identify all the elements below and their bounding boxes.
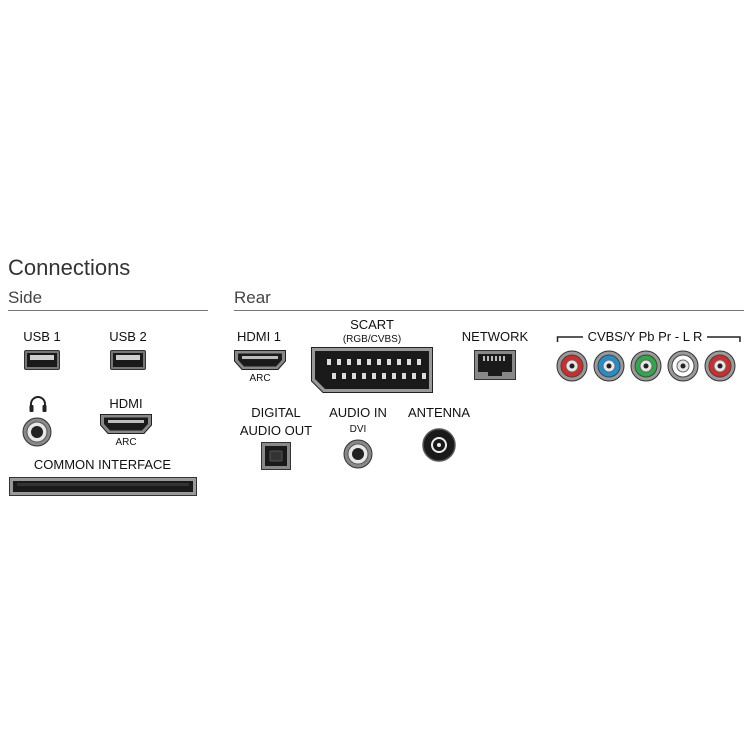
hdmi1-arc-label: ARC	[249, 373, 271, 384]
side-hdmi-arc-label: ARC	[115, 437, 137, 448]
hdmi-port-icon	[234, 350, 286, 370]
rca-jack-icon	[704, 350, 736, 382]
audio-in-sub-label: DVI	[349, 424, 367, 435]
rca-jack-icon	[556, 350, 588, 382]
usb-port-icon	[110, 350, 146, 370]
hdmi1-label: HDMI 1	[236, 329, 282, 344]
rca-jack-icon	[630, 350, 662, 382]
rca-jack-icon	[593, 350, 625, 382]
ethernet-port-icon	[474, 350, 516, 380]
digital-audio-label-line2: AUDIO OUT	[239, 423, 313, 438]
scart-label: SCART	[350, 317, 394, 332]
scart-sub-label: (RGB/CVBS)	[342, 334, 402, 345]
audio-jack-icon	[343, 439, 373, 469]
common-interface-label: COMMON INTERFACE	[33, 457, 172, 472]
network-label: NETWORK	[461, 329, 529, 344]
antenna-port-icon	[422, 428, 456, 462]
side-hdmi-label: HDMI	[109, 396, 143, 411]
audio-jack-icon	[22, 417, 52, 447]
digital-audio-label-line1: DIGITAL	[251, 405, 301, 420]
rear-divider	[234, 310, 744, 311]
scart-port-icon	[311, 347, 433, 393]
rca-jack-icon	[667, 350, 699, 382]
section-rear-label: Rear	[234, 288, 271, 307]
page-title: Connections	[8, 255, 131, 280]
usb2-label: USB 2	[109, 329, 147, 344]
antenna-label: ANTENNA	[407, 405, 471, 420]
section-side-label: Side	[8, 288, 43, 307]
ci-slot-icon	[9, 477, 197, 496]
optical-port-icon	[261, 442, 291, 470]
cvbs-bracket	[556, 336, 741, 342]
audio-in-label: AUDIO IN	[329, 405, 387, 420]
cvbs-label: CVBS/Y Pb Pr - L R	[587, 329, 703, 344]
usb1-label: USB 1	[23, 329, 61, 344]
headphone-icon	[29, 396, 47, 412]
side-divider	[8, 310, 208, 311]
hdmi-port-icon	[100, 414, 152, 434]
usb-port-icon	[24, 350, 60, 370]
